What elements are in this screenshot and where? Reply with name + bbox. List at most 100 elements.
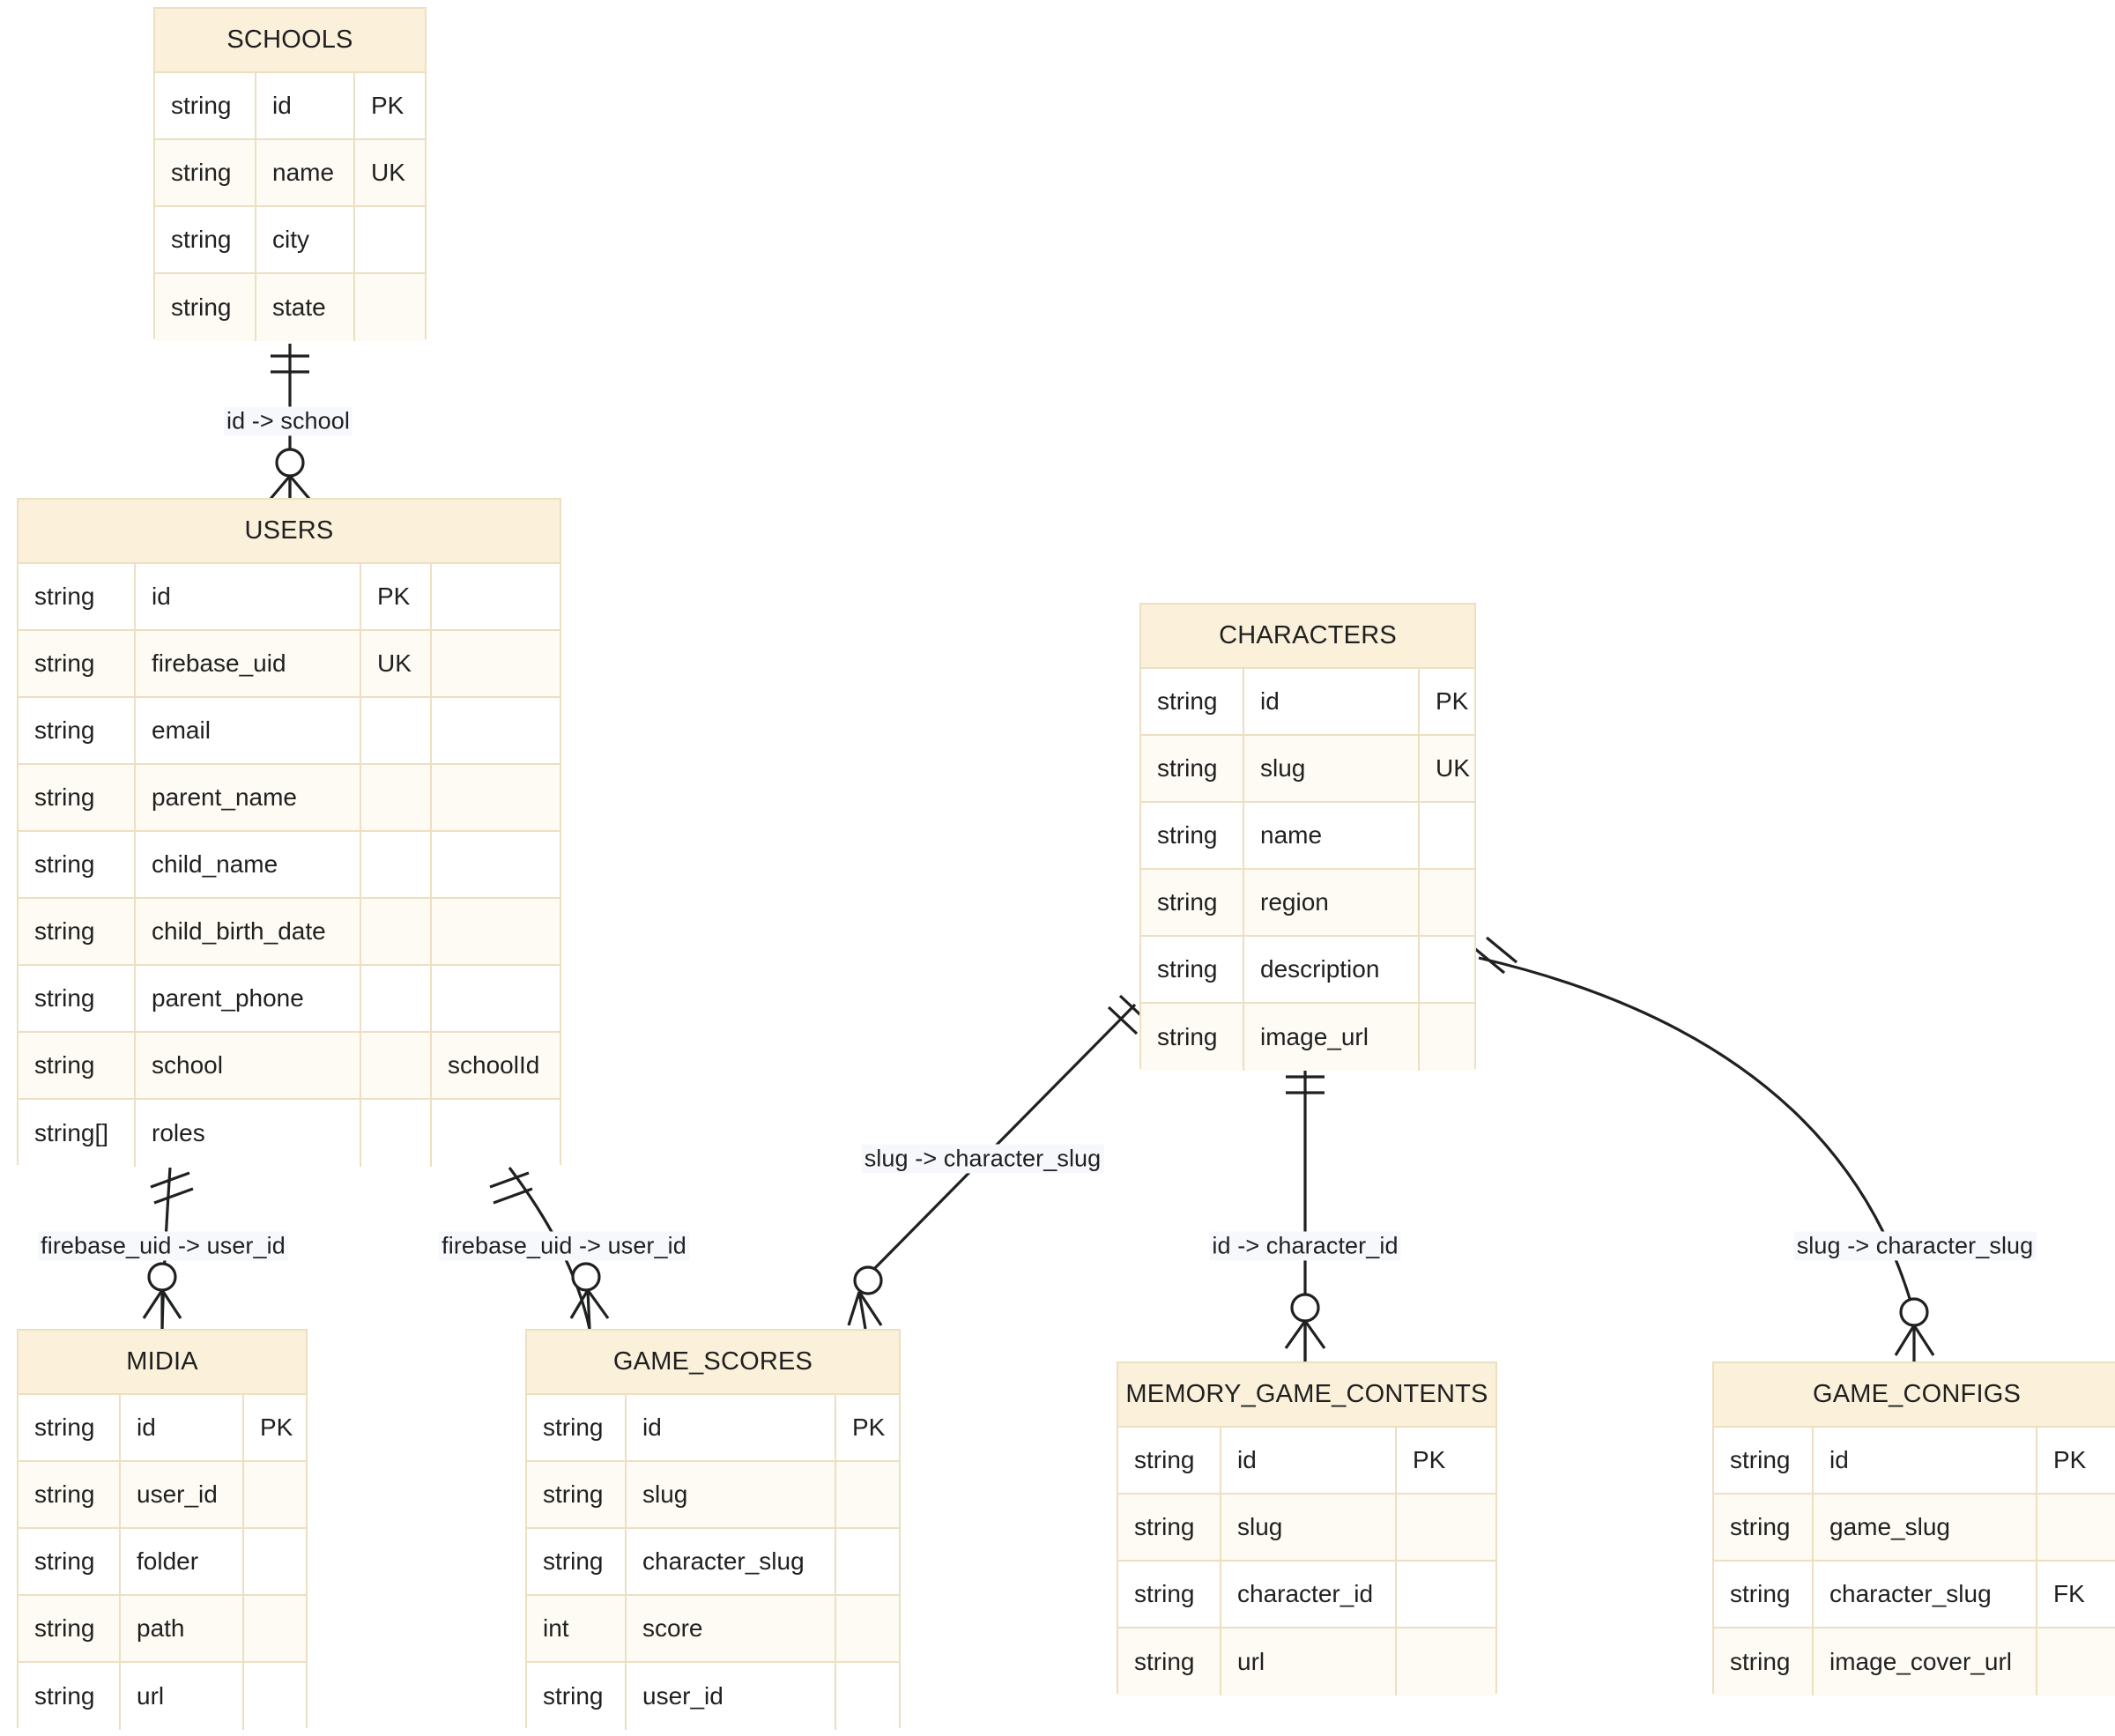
attribute-key-cell — [355, 274, 425, 341]
attribute-field-cell: score — [627, 1596, 836, 1661]
entity-title-schools: SCHOOLS — [155, 9, 425, 73]
attribute-key-cell — [361, 832, 432, 897]
attribute-field-cell: description — [1244, 937, 1420, 1002]
attribute-comment-cell — [432, 698, 560, 763]
edge-characters-memory-game-contents — [1284, 1064, 1326, 1361]
attribute-field-cell: slug — [1221, 1495, 1397, 1560]
attribute-type-cell: string — [19, 564, 136, 629]
attribute-key-cell — [836, 1663, 899, 1730]
attribute-key-cell: PK — [2053, 1446, 2087, 1473]
attribute-key-cell — [244, 1663, 306, 1730]
attribute-type-cell: string — [527, 1529, 627, 1594]
attribute-key-cell — [361, 1033, 432, 1098]
attribute-field-cell: image_url — [1244, 1004, 1420, 1071]
attribute-comment-cell — [432, 765, 560, 830]
attribute-field-cell: character_slug — [627, 1529, 836, 1594]
attribute-field-cell: firebase_uid — [136, 631, 361, 696]
attribute-comment-cell — [432, 966, 560, 1031]
relationship-label-users-midia: firebase_uid -> user_id — [38, 1231, 288, 1261]
attribute-field-cell: id — [136, 564, 361, 629]
attribute-key-cell — [836, 1529, 899, 1594]
attribute-field-cell: child_name — [136, 832, 361, 897]
attribute-type-cell: string — [19, 1663, 121, 1730]
attribute-type-cell: string — [19, 698, 136, 763]
attribute-type-cell: string — [1714, 1428, 1814, 1493]
attribute-field-cell: game_slug — [1814, 1495, 2037, 1560]
attribute-key-cell — [361, 966, 432, 1031]
attribute-field-cell: character_id — [1221, 1562, 1397, 1627]
entity-title-game_scores: GAME_SCORES — [527, 1331, 899, 1395]
attribute-type-cell: string — [1141, 870, 1244, 935]
attribute-type-cell: string — [19, 1596, 121, 1661]
attribute-type-cell: string — [527, 1462, 627, 1527]
entity-title-users: USERS — [19, 500, 560, 564]
attribute-key-cell: PK — [371, 92, 404, 119]
attribute-key-cell: PK — [361, 564, 432, 629]
attribute-type-cell: string — [19, 1462, 121, 1527]
attribute-key-cell — [361, 899, 432, 964]
attribute-field-cell: folder — [121, 1529, 244, 1594]
attribute-type-cell: int — [527, 1596, 627, 1661]
attribute-type-cell: string — [19, 899, 136, 964]
attribute-key-cell — [361, 1100, 432, 1167]
attribute-key-cell: UK — [371, 159, 405, 186]
attribute-field-cell: id — [1244, 669, 1420, 734]
attribute-key-cell: FK — [2053, 1580, 2085, 1607]
attribute-field-cell: id — [627, 1395, 836, 1460]
attribute-type-cell: string — [19, 631, 136, 696]
attribute-type-cell: string — [1118, 1628, 1221, 1695]
edge-characters-game-configs — [1473, 936, 1935, 1361]
attribute-field-cell: id — [1814, 1428, 2037, 1493]
attribute-type-cell: string — [527, 1395, 627, 1460]
attribute-field-cell: city — [256, 207, 355, 272]
relationship-label-characters-game-configs: slug -> character_slug — [1793, 1231, 2037, 1261]
attribute-field-cell: school — [136, 1033, 361, 1098]
attribute-key-cell — [244, 1596, 306, 1661]
attribute-comment-cell: schoolId — [448, 1051, 540, 1079]
attribute-type-cell: string — [155, 207, 256, 272]
attribute-type-cell: string — [19, 765, 136, 830]
attribute-comment-cell — [432, 631, 560, 696]
attribute-comment-cell — [432, 832, 560, 897]
attribute-key-cell — [244, 1462, 306, 1527]
attribute-key-cell: UK — [361, 631, 432, 696]
attribute-key-cell — [1420, 870, 1474, 935]
attribute-key-cell — [836, 1596, 899, 1661]
entity-title-game_configs: GAME_CONFIGS — [1714, 1363, 2115, 1428]
attribute-key-cell — [1420, 937, 1474, 1002]
attribute-key-cell — [2037, 1628, 2115, 1695]
attribute-field-cell: parent_phone — [136, 966, 361, 1031]
attribute-field-cell: child_birth_date — [136, 899, 361, 964]
attribute-key-cell — [1397, 1495, 1495, 1560]
